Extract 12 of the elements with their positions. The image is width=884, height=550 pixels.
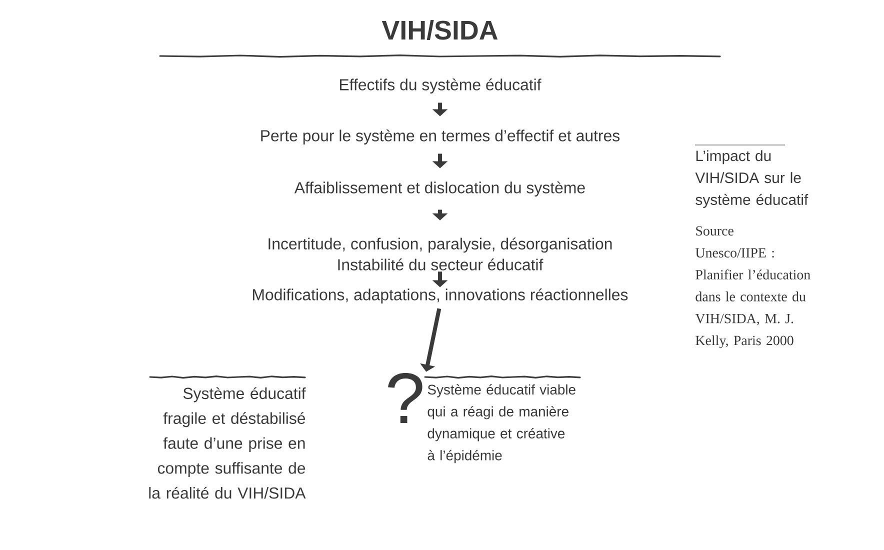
outcome-text: Système éducatif viable qui a réagi de manière dynamique et créative à l’épidémie (428, 384, 576, 464)
source-text: Unesco/IIPE : Planifier l’éducation dans le contexte du VIH/SIDA, M. J. Kelly, Paris 2000 (695, 248, 810, 348)
step-text: Perte pour le système en termes d’effectif et autres (261, 129, 620, 145)
title: VIH/SIDA (382, 20, 498, 40)
step-text: Affaiblissement et dislocation du système (294, 181, 585, 197)
step-text: Incertitude, confusion, paralysie, désorganisation Instabilité du secteur éducatif (268, 238, 612, 270)
outcome-text: Système éducatif fragile et déstabilisé faute d’une prise en compte suffisante de la réalité du VIH/SIDA (149, 387, 306, 499)
step-text: Effectifs du système éducatif (340, 78, 542, 94)
step-text: Modifications, adaptations, innovations réactionnelles (253, 288, 628, 304)
source-heading: Source (696, 226, 734, 236)
caption: L’impact du VIH/SIDA sur le système éducatif (695, 150, 808, 208)
question-mark: ? (388, 372, 422, 424)
